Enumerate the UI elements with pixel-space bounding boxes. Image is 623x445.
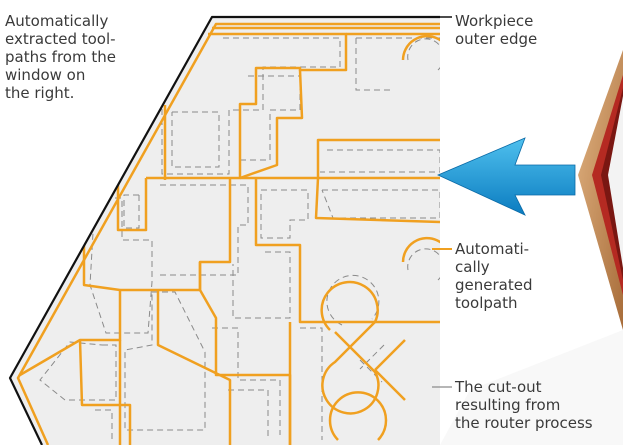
annotation-cut-out: The cut-out resulting from the router pr… (455, 378, 593, 432)
annotation-extracted-toolpaths: Automatically extracted tool- paths from… (5, 12, 116, 102)
toolpaths (19, 26, 440, 445)
arrow-left-icon (437, 137, 576, 216)
annotation-generated-toolpath: Automati- cally generated toolpath (455, 240, 533, 312)
window-photo (440, 50, 623, 445)
workpiece-outer-edge (8, 15, 440, 445)
annotation-workpiece-edge: Workpiece outer edge (455, 12, 538, 48)
workpiece-panel (10, 17, 440, 445)
toolpath-outer-rim (16, 22, 440, 445)
